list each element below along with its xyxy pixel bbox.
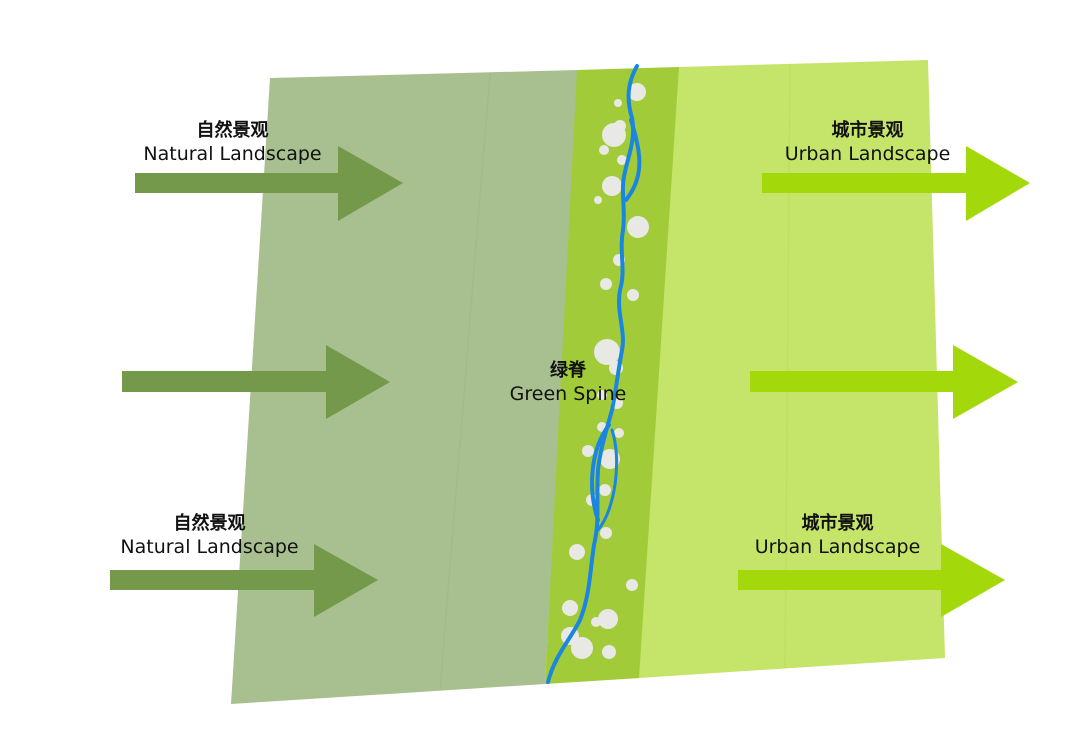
- urban-arrows: [738, 146, 1030, 617]
- label-zh: 自然景观: [173, 513, 246, 534]
- label-en: Green Spine: [509, 382, 627, 405]
- arrow-right-icon: [135, 146, 403, 221]
- label-en: Urban Landscape: [784, 142, 951, 165]
- label-zh: 自然景观: [196, 120, 269, 141]
- label-en: Natural Landscape: [143, 142, 322, 165]
- label-zh: 城市景观: [801, 513, 874, 534]
- natural-landscape-label-bottom: 自然景观 Natural Landscape: [102, 513, 317, 559]
- label-zh: 城市景观: [831, 120, 904, 141]
- urban-landscape-panel: [639, 60, 945, 678]
- label-en: Natural Landscape: [120, 535, 299, 558]
- arrow-right-icon: [762, 146, 1030, 221]
- panel-seam: [439, 72, 491, 691]
- label-zh: 绿脊: [550, 360, 586, 381]
- urban-landscape-label-top: 城市景观 Urban Landscape: [770, 120, 965, 166]
- natural-landscape-panel: [231, 70, 578, 704]
- natural-landscape-label-top: 自然景观 Natural Landscape: [125, 120, 340, 166]
- label-en: Urban Landscape: [754, 535, 921, 558]
- urban-landscape-label-bottom: 城市景观 Urban Landscape: [740, 513, 935, 559]
- green-spine-label: 绿脊 Green Spine: [498, 360, 638, 406]
- arrow-right-icon: [110, 544, 378, 617]
- arrow-right-icon: [750, 345, 1018, 419]
- natural-arrows: [110, 146, 403, 617]
- arrow-right-icon: [738, 544, 1005, 617]
- panel-seam: [784, 63, 791, 669]
- arrow-right-icon: [122, 345, 390, 419]
- river: [546, 64, 642, 684]
